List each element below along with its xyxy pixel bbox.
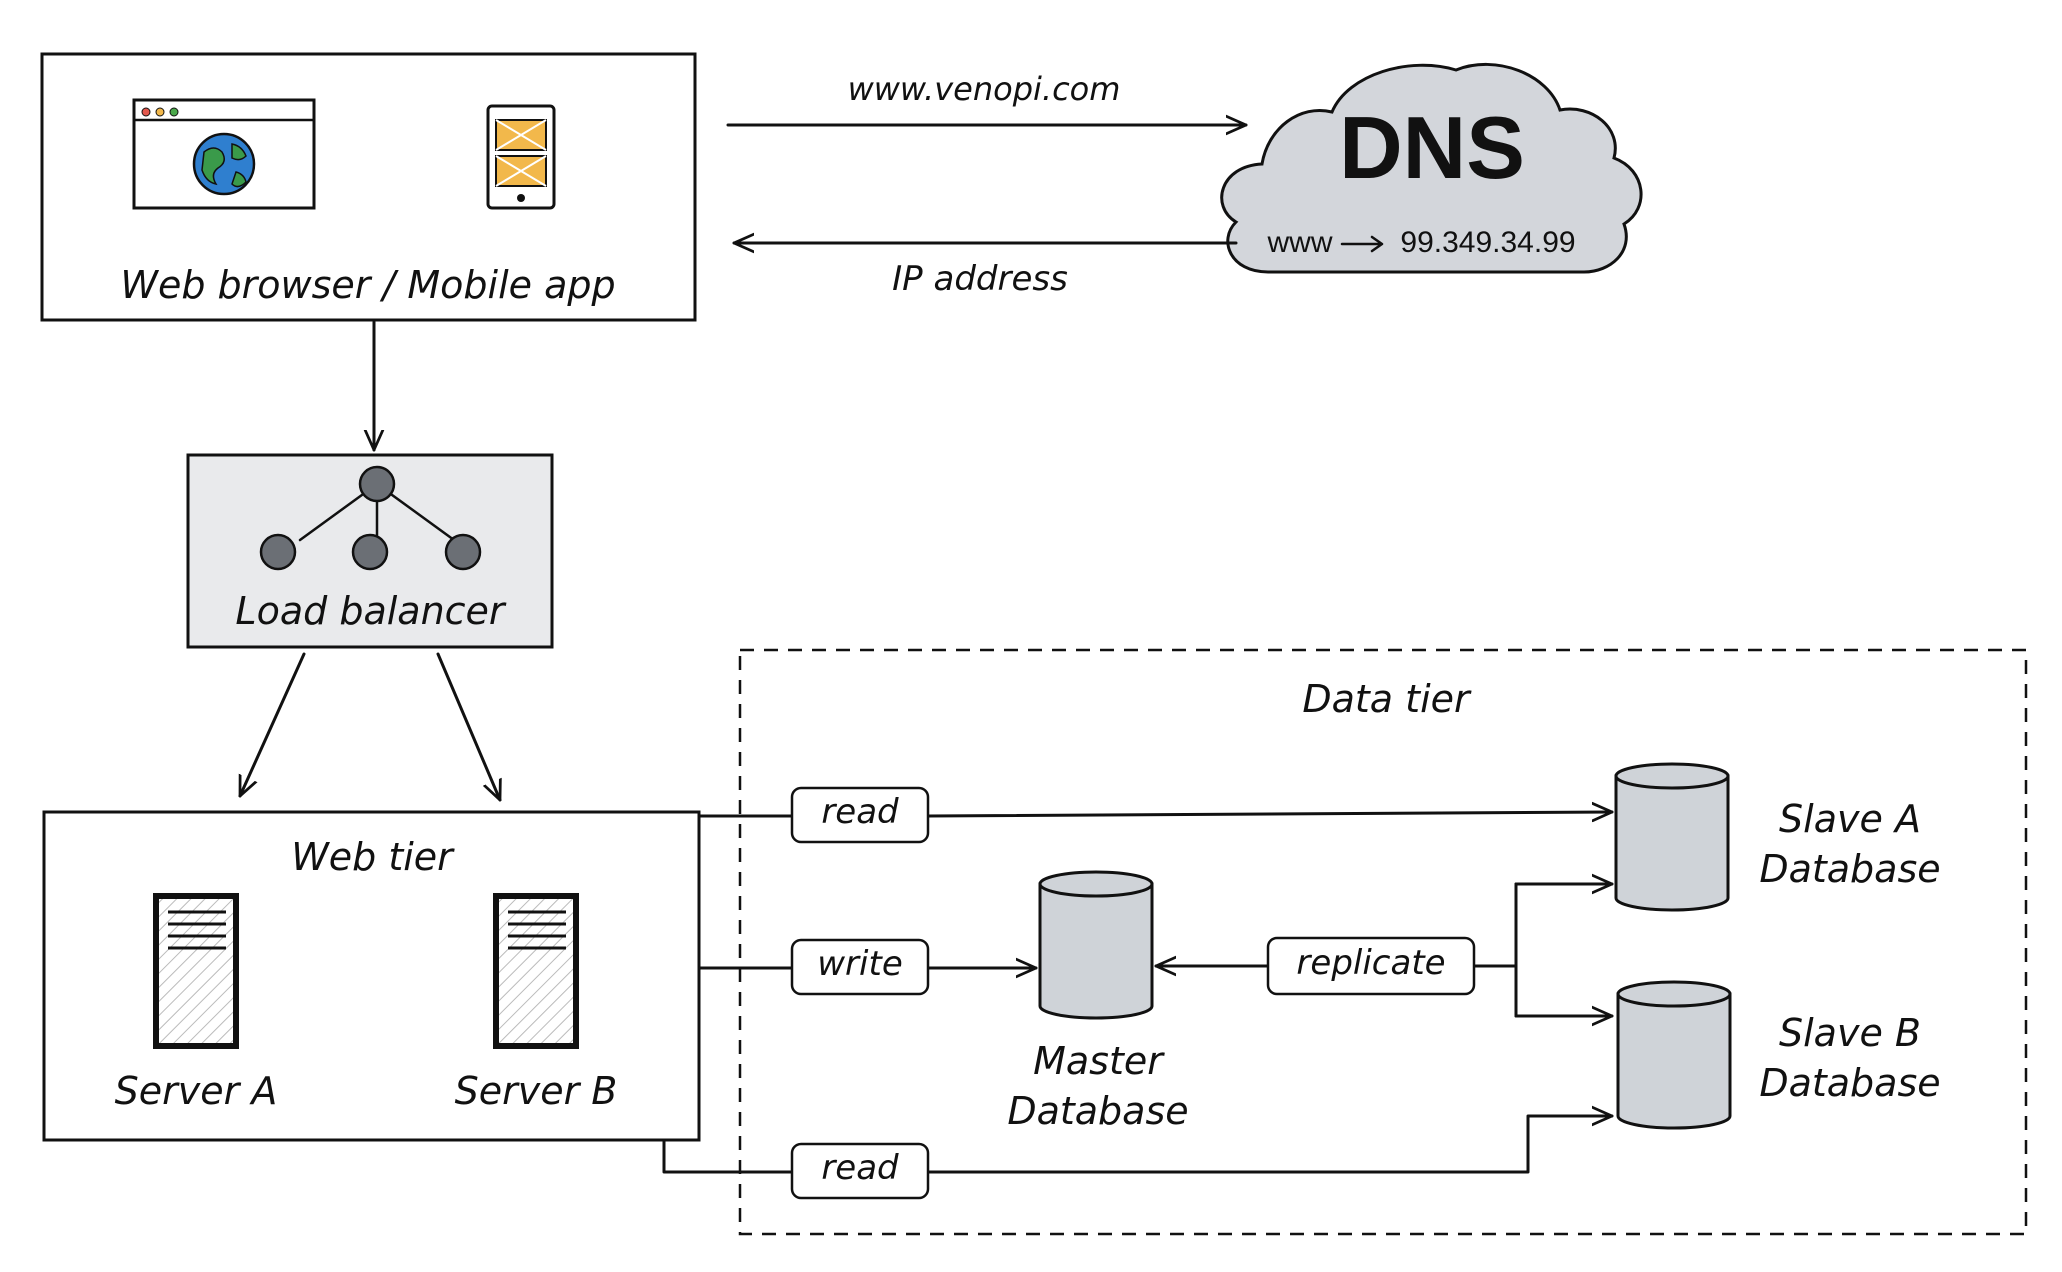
lb-to-server-b-edge [436, 652, 500, 802]
server-b-icon [493, 893, 579, 1049]
dns-request-label: www.venopi.com [848, 70, 1121, 108]
dns-node: DNS www 99.349.34.99 [1220, 62, 1643, 274]
dns-request-edge: www.venopi.com [726, 70, 1248, 125]
read-bottom-label: read [821, 1148, 899, 1188]
server-a-label: Server A [115, 1069, 278, 1113]
replicate-edge: replicate [1154, 884, 1614, 1016]
dns-response-label: IP address [892, 259, 1068, 299]
slave-a-database-node: Slave A Database [1614, 762, 1941, 912]
server-a-icon [153, 893, 239, 1049]
read-top-edge: read [697, 786, 1614, 844]
mobile-phone-icon [486, 104, 556, 210]
mapping-arrow-icon [1340, 235, 1384, 253]
dns-title: DNS [1339, 98, 1525, 197]
data-tier-label: Data tier [1302, 677, 1472, 721]
network-tree-icon [259, 465, 482, 571]
write-edge: write [697, 938, 1038, 996]
dns-response-edge: IP address [732, 243, 1238, 299]
read-top-label: read [821, 792, 899, 832]
load-balancer-node: Load balancer [186, 453, 554, 649]
dns-mapping-to: 99.349.34.99 [1400, 226, 1575, 259]
read-bottom-edge: read [662, 1116, 1614, 1200]
slave-b-line2: Database [1759, 1061, 1940, 1105]
slave-a-line2: Database [1759, 847, 1940, 891]
slave-a-line1: Slave A [1779, 797, 1921, 841]
web-tier-node: Web tier Server A Server B [42, 810, 701, 1142]
client-node: Web browser / Mobile app [40, 52, 697, 322]
data-tier-container: Data tier [738, 648, 2028, 1236]
cloud-icon [1220, 62, 1643, 274]
lb-to-server-a-edge [238, 652, 306, 798]
dns-mapping-from: www [1267, 226, 1333, 259]
client-label: Web browser / Mobile app [120, 263, 615, 307]
browser-globe-icon [132, 98, 316, 210]
master-db-line1: Master [1033, 1039, 1165, 1083]
replicate-label: replicate [1296, 943, 1445, 983]
database-cylinder-icon [1616, 980, 1732, 1130]
server-b-label: Server B [455, 1069, 618, 1113]
master-database-node: Master Database [1007, 870, 1189, 1133]
write-label: write [817, 944, 902, 984]
slave-b-database-node: Slave B Database [1616, 980, 1941, 1130]
slave-b-line1: Slave B [1779, 1011, 1921, 1055]
database-cylinder-icon [1614, 762, 1730, 912]
database-cylinder-icon [1038, 870, 1154, 1020]
master-db-line2: Database [1007, 1089, 1188, 1133]
load-balancer-label: Load balancer [235, 589, 507, 633]
web-tier-label: Web tier [291, 835, 455, 879]
